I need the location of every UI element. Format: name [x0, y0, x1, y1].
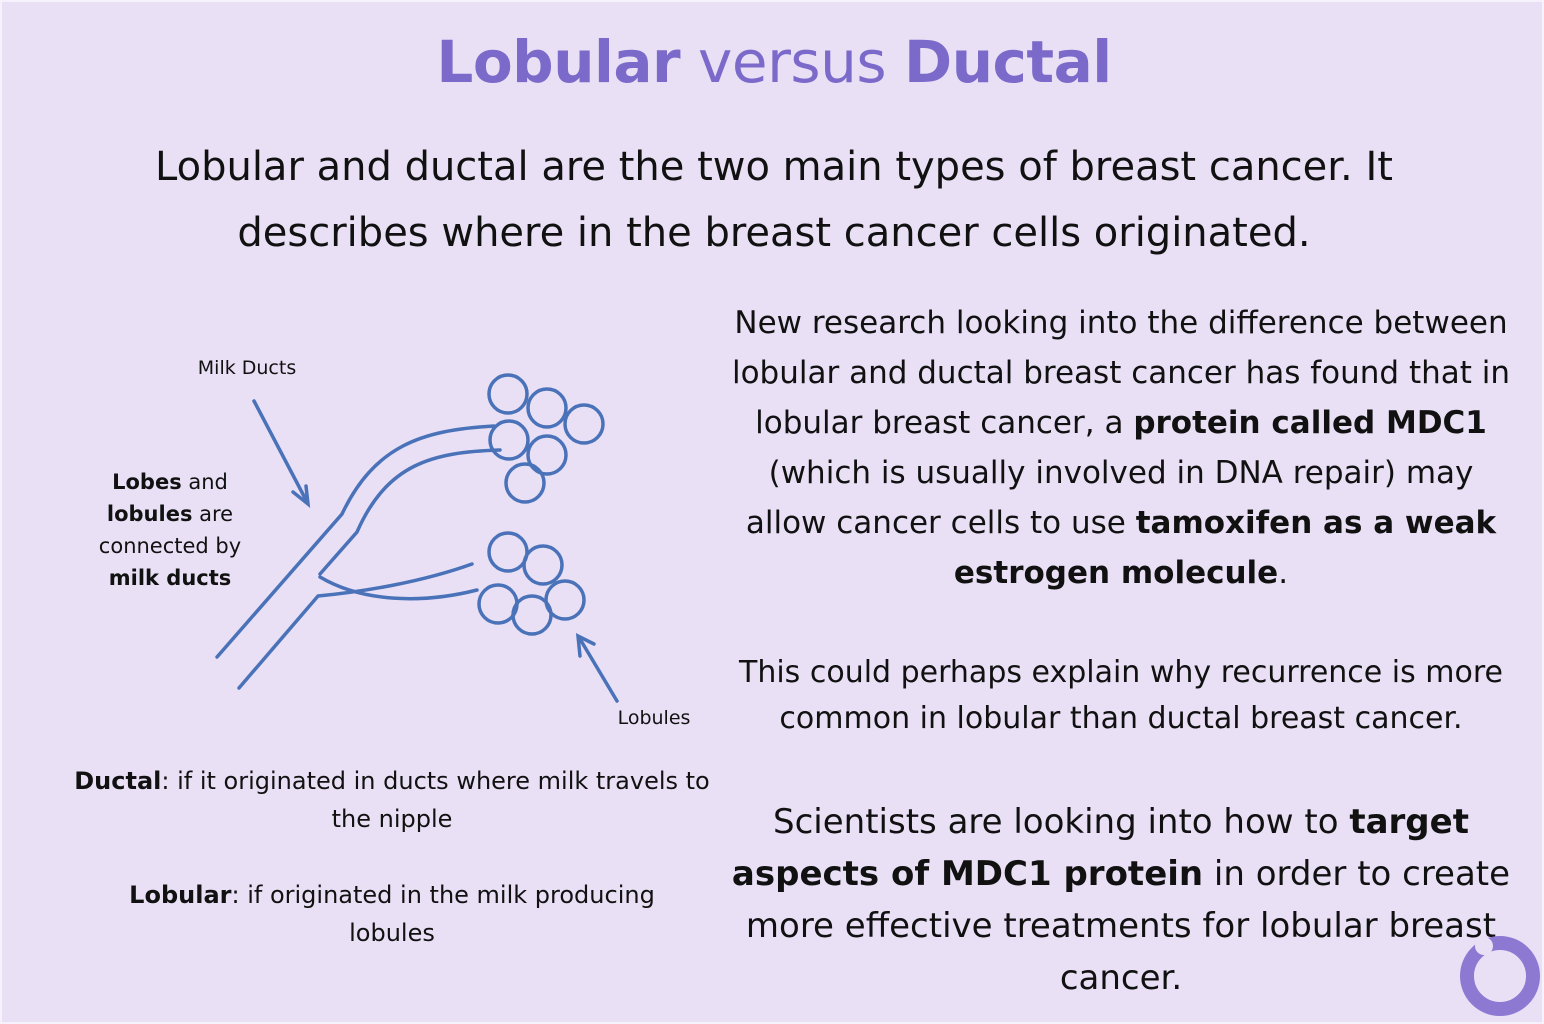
research-paragraph: New research looking into the difference…	[728, 298, 1514, 598]
title-versus: versus	[680, 28, 905, 96]
duct-upper-branch-lower-wall	[318, 448, 502, 576]
milk-ducts-word: milk ducts	[108, 566, 232, 590]
ring-logo-icon	[1460, 936, 1540, 1016]
lobule-circle	[488, 419, 530, 461]
lobules-label: Lobules	[617, 707, 691, 729]
milk-ducts-label: Milk Ducts	[197, 357, 297, 379]
research-text-3: .	[1278, 555, 1289, 591]
duct-lower-branch-wall	[318, 575, 479, 601]
research-text-1: New research looking into the difference…	[731, 305, 1511, 441]
lobule-circle	[526, 387, 568, 429]
lobes-word: Lobes	[112, 470, 182, 494]
research-bold-protein: protein called MDC1	[1133, 405, 1487, 441]
recurrence-paragraph: This could perhaps explain why recurrenc…	[739, 655, 1503, 736]
page-title: Lobular versus Ductal	[2, 24, 1544, 100]
research-text-2: (which is usually involved in DNA repair…	[745, 455, 1474, 541]
duct-inner-wall	[237, 562, 474, 690]
lobule-circle	[522, 544, 564, 586]
title-lobular: Lobular	[436, 28, 681, 96]
ductal-term: Ductal	[74, 767, 162, 795]
intro-line-1: Lobular and ductal are the two main type…	[155, 144, 1393, 190]
breast-anatomy-diagram	[215, 373, 619, 703]
lobules-arrow-shaft	[578, 637, 619, 703]
lobes-lobules-label: Lobes and lobules are connected by milk …	[82, 466, 258, 594]
scientists-paragraph: Scientists are looking into how to targe…	[728, 796, 1514, 1004]
lobule-clusters	[477, 373, 605, 636]
connected-by: connected by	[98, 534, 242, 558]
lobule-circle	[487, 373, 529, 415]
lobule-circle	[487, 531, 529, 573]
lobules-word: lobules	[106, 502, 193, 526]
lobes-and: and	[181, 470, 228, 494]
milk-ducts-arrow-shaft	[252, 399, 308, 502]
lobule-circle	[526, 434, 568, 476]
duct-outer-wall	[215, 424, 496, 659]
scientists-bold-target: target aspects of MDC1 protein	[731, 802, 1469, 894]
lobule-circle	[563, 403, 605, 445]
lobule-circle	[511, 594, 553, 636]
title-ductal: Ductal	[904, 28, 1112, 96]
intro-text: Lobular and ductal are the two main type…	[92, 134, 1456, 266]
lobules-arrow-head	[575, 633, 596, 658]
lobule-circle	[504, 462, 546, 504]
intro-line-2: describes where in the breast cancer cel…	[237, 210, 1311, 256]
milk-ducts-arrow-head	[291, 484, 311, 509]
ductal-text: : if it originated in ducts where milk t…	[161, 767, 710, 833]
research-bold-tamoxifen: tamoxifen as a weak estrogen molecule	[953, 505, 1497, 591]
lobule-circle	[477, 583, 519, 625]
ductal-definition: Ductal: if it originated in ducts where …	[72, 762, 712, 838]
lobular-definition: Lobular: if originated in the milk produ…	[92, 876, 692, 952]
scientists-text-2: in order to create more effective treatm…	[745, 854, 1511, 998]
lobules-are: are	[192, 502, 234, 526]
scientists-text-1: Scientists are looking into how to	[773, 802, 1350, 842]
lobular-term: Lobular	[129, 881, 232, 909]
lobular-text: : if originated in the milk producing lo…	[231, 881, 655, 947]
